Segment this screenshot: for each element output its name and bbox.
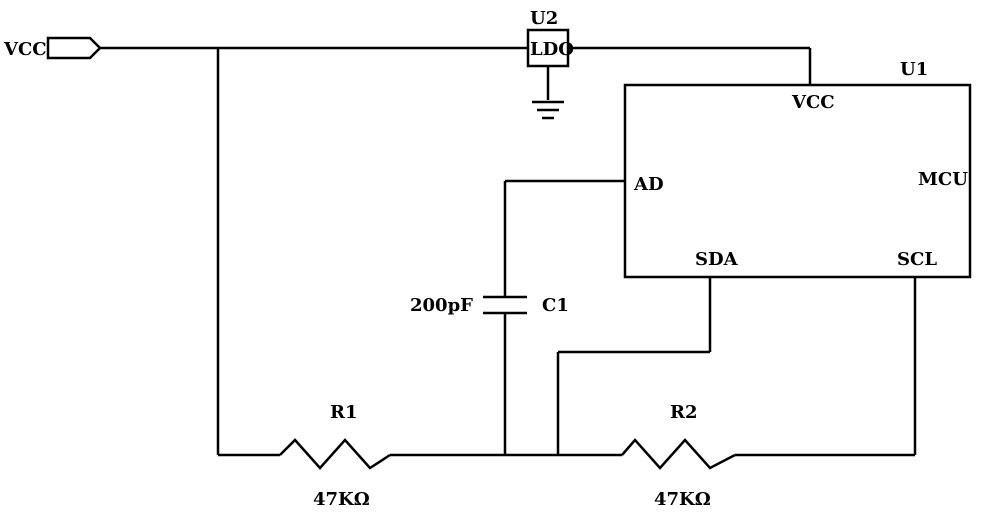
sda-net [556,277,712,455]
capacitor-c1: 200pF C1 [410,295,569,316]
mcu-name-label: MCU [918,169,968,190]
resistor-r2: R2 47KΩ [621,402,915,510]
vcc-power-port: VCC [3,36,102,60]
vcc-rail [100,46,812,457]
r1-value-label: 47KΩ [313,489,370,510]
mcu-ref-label: U1 [900,59,928,80]
c1-value-label: 200pF [410,295,473,316]
mcu-block: U1 VCC AD MCU SDA SCL [623,59,972,279]
r2-value-label: 47KΩ [654,489,711,510]
r2-ref-label: R2 [670,402,697,423]
power-port-flag [46,36,102,60]
mcu-pin-ad: AD [633,174,664,195]
mcu-pin-vcc: VCC [791,92,835,113]
resistor-r1: R1 47KΩ [279,402,622,510]
ground-icon [532,100,564,120]
ad-net [503,179,625,455]
mcu-pin-scl: SCL [897,249,937,270]
ldo-regulator: U2 LDO [526,8,574,100]
vcc-port-label: VCC [3,39,47,60]
ldo-type-label: LDO [530,39,574,60]
mcu-pin-sda: SDA [695,249,739,270]
r1-ref-label: R1 [330,402,357,423]
c1-ref-label: C1 [542,295,569,316]
ldo-ref-label: U2 [530,8,558,29]
